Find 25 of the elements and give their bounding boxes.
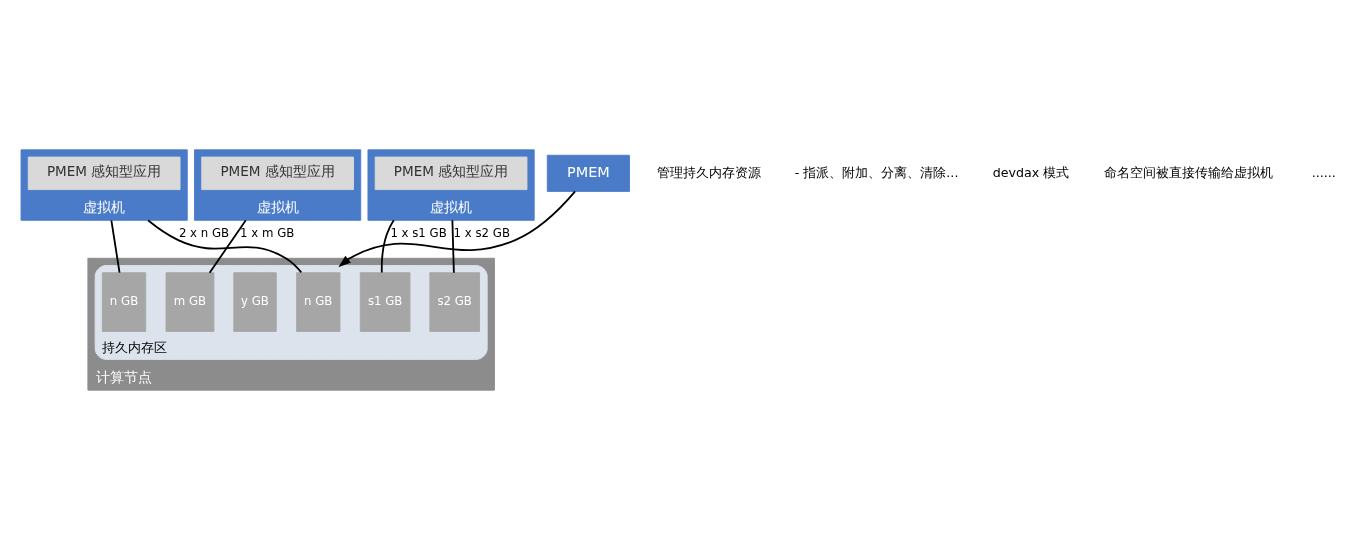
connector: [451, 218, 455, 274]
label: - 指派、附加、分离、清除...: [794, 164, 959, 180]
connector: [380, 218, 395, 273]
edge-label: 1 x m GB: [240, 225, 295, 240]
connector: [208, 218, 247, 274]
label: 管理持久内存资源: [656, 164, 761, 180]
label: ......: [1311, 164, 1336, 180]
node-box: y GB: [233, 271, 277, 332]
node-box: m GB: [165, 271, 215, 332]
arrow: [338, 190, 576, 267]
node-box: n GB: [101, 271, 147, 332]
connector: [147, 218, 303, 273]
node-box: s1 GB: [359, 271, 411, 332]
node-box: PMEM 感知型应用: [27, 156, 181, 190]
label: devdax 模式: [992, 164, 1070, 180]
node-box: n GB: [296, 271, 341, 332]
edge-label: 1 x s2 GB: [453, 225, 510, 240]
node-box: s2 GB: [429, 271, 480, 332]
connector: [110, 218, 121, 274]
edge-label: 2 x n GB: [178, 225, 230, 240]
label: 命名空间被直接传输给虚拟机: [1103, 164, 1273, 180]
node-box: PMEM: [546, 154, 630, 192]
node-box: PMEM 感知型应用: [374, 156, 528, 190]
node-box: PMEM 感知型应用: [201, 156, 354, 190]
edge-label: 1 x s1 GB: [390, 225, 447, 240]
